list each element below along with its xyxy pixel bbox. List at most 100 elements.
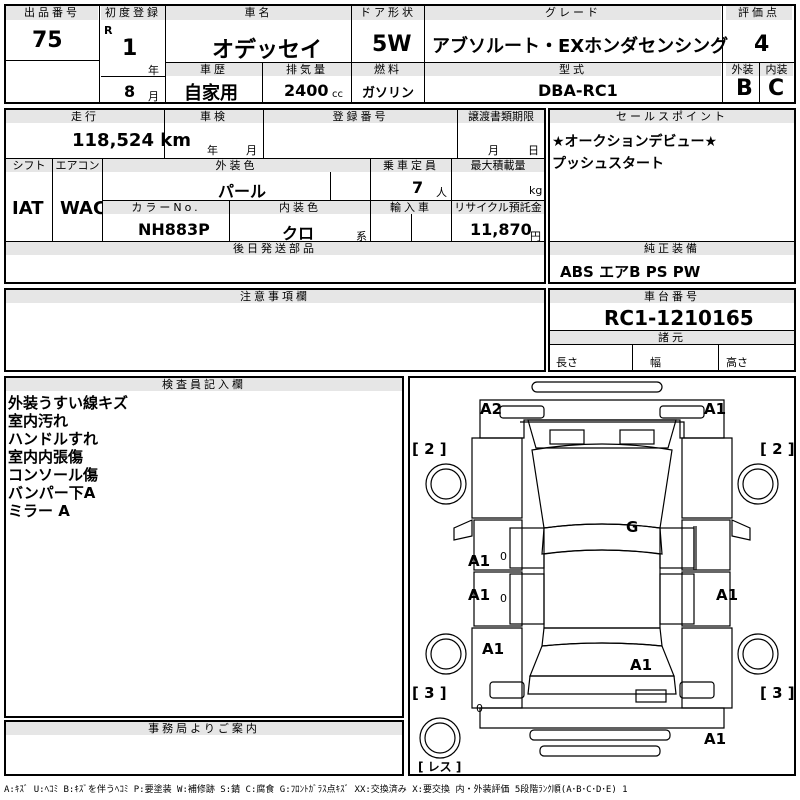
disp-unit: cc: [332, 89, 343, 100]
damage-label: A1: [704, 400, 727, 418]
inspector-note: バンパー下A: [8, 484, 96, 502]
mileage: 118,524 km: [72, 130, 191, 151]
capacity: 7: [412, 178, 424, 197]
ext-header: 外装: [726, 63, 759, 76]
chassis-header: 車台番号: [550, 290, 794, 303]
history-header: 車歴: [166, 63, 262, 76]
car-diagram: [408, 376, 796, 776]
intcolor-header: 内装色: [230, 201, 370, 214]
era: R: [104, 24, 113, 37]
int-color: クロ: [282, 224, 315, 243]
reg-year: 1: [122, 36, 138, 61]
import-header: 輸入車: [371, 201, 451, 214]
doors: 5W: [372, 32, 412, 57]
inspector-section: [4, 376, 404, 718]
spec-width: 幅: [650, 356, 661, 369]
mid-section: [4, 108, 546, 284]
int-color-unit: 系: [356, 230, 367, 243]
lot-header: 出品番号: [6, 6, 98, 20]
inspector-note: 外装うすい線キズ: [8, 394, 129, 412]
damage-label: [ レス ]: [418, 760, 462, 774]
ext-color: パール: [218, 182, 267, 201]
damage-label: A1: [630, 656, 653, 674]
inspector-note: 室内汚れ: [8, 412, 69, 430]
lot-number: 75: [32, 28, 63, 53]
caution-section: [4, 288, 546, 372]
car-outline: [419, 381, 779, 759]
insp-year-unit: 年: [207, 144, 218, 157]
ac-header: エアコン: [53, 159, 102, 172]
caution-header: 注意事項欄: [6, 290, 544, 303]
inspector-note: ハンドルすれ: [8, 430, 99, 448]
shift-header: シフト: [6, 159, 52, 172]
sales-header: セールスポイント: [550, 110, 794, 123]
transfer-day-unit: 日: [528, 144, 539, 157]
damage-label: 0: [500, 592, 507, 605]
office-section: [4, 720, 404, 776]
inspector-header: 検査員記入欄: [6, 378, 402, 391]
damage-label: A1: [704, 730, 727, 748]
damage-label: A1: [716, 586, 739, 604]
later-parts-header: 後日発送部品: [6, 242, 544, 255]
doors-header: ドア形状: [352, 6, 424, 20]
damage-label: [ 3 ]: [412, 684, 447, 702]
top-section: [4, 4, 796, 104]
chassis-section: [548, 288, 796, 372]
recycle-header: リサイクル預託金: [452, 201, 544, 214]
sales-point-2: プッシュスタート: [552, 156, 664, 172]
score-header: 評価点: [726, 6, 792, 20]
color-header: 外装色: [103, 159, 370, 172]
sales-point-1: ★オークションデビュー★: [552, 134, 718, 150]
ext-grade: B: [736, 76, 753, 101]
load-header: 最大積載量: [452, 159, 544, 172]
first-reg-header: 初度登録: [101, 6, 165, 20]
damage-label: G: [626, 518, 639, 536]
spec-header: 諸元: [550, 331, 794, 344]
mileage-header: 走行: [6, 110, 164, 123]
inspector-notes: 外装うすい線キズ 室内汚れ ハンドルすれ 室内内張傷 コンソール傷 バンパー下A…: [8, 394, 398, 520]
fuel-header: 燃料: [352, 63, 424, 76]
damage-label: A2: [480, 400, 503, 418]
color-number: NH883P: [138, 220, 210, 239]
damage-label: A1: [468, 552, 491, 570]
damage-label: [ 2 ]: [412, 440, 447, 458]
recycle-unit: 円: [530, 230, 541, 243]
aircon: WAC: [60, 198, 107, 219]
transfer-month-unit: 月: [488, 144, 499, 157]
inspection-header: 車検: [165, 110, 263, 123]
spec-height: 高さ: [726, 356, 748, 369]
recycle-fee: 11,870: [470, 220, 532, 239]
displacement: 2400: [284, 81, 329, 100]
capacity-header: 乗車定員: [371, 159, 451, 172]
legend: A:ｷｽﾞ U:ﾍｺﾐ B:ｷｽﾞを伴うﾍｺﾐ P:要塗装 W:補修跡 S:錆 …: [4, 785, 628, 795]
office-header: 事務局よりご案内: [6, 722, 402, 735]
model-header: 型式: [425, 63, 721, 76]
damage-label: 0: [476, 702, 483, 715]
reg-month-unit: 月: [148, 90, 159, 103]
regno-header: 登録番号: [264, 110, 457, 123]
history: 自家用: [184, 83, 238, 104]
damage-label: A1: [468, 586, 491, 604]
reg-year-unit: 年: [148, 64, 159, 77]
load-unit: kg: [529, 184, 543, 197]
chassis-number: RC1-1210165: [604, 306, 754, 330]
reg-month: 8: [124, 82, 136, 101]
int-header: 内装: [760, 63, 793, 76]
colorno-header: カラーNo.: [103, 201, 229, 214]
damage-label: 0: [500, 550, 507, 563]
equip-header: 純正装備: [550, 242, 794, 255]
equipment: ABS エアB PS PW: [560, 263, 701, 281]
int-grade: C: [768, 76, 785, 101]
spec-length: 長さ: [556, 356, 578, 369]
inspector-note: コンソール傷: [8, 466, 99, 484]
insp-month-unit: 月: [246, 144, 257, 157]
grade: アブソルート・EXホンダセンシング: [432, 36, 729, 57]
sales-section: [548, 108, 796, 284]
name-header: 車名: [166, 6, 351, 20]
capacity-unit: 人: [436, 186, 447, 199]
damage-label: [ 2 ]: [760, 440, 795, 458]
car-name: オデッセイ: [212, 38, 323, 63]
damage-label: A1: [482, 640, 505, 658]
damage-label: [ 3 ]: [760, 684, 795, 702]
model: DBA-RC1: [538, 81, 618, 100]
